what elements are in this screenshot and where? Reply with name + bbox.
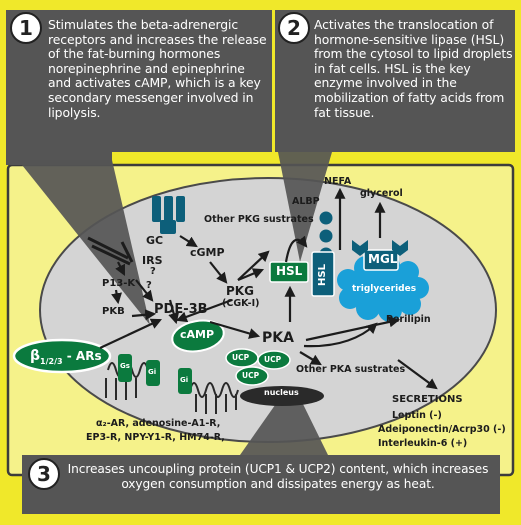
ucp-node-2 [257,350,291,370]
callout-1-pointer [18,160,150,325]
secretions-title: SECRETIONS [392,394,463,405]
gi-protein-1 [146,360,160,386]
camp-label: cAMP [180,328,215,341]
beta-ars-receptor [12,338,112,374]
pkb-label: PKB [102,306,125,317]
other-pkg-label: Other PKG sustrates [204,214,314,225]
mgl-label: MGL [368,252,398,266]
nefa-label: NEFA [324,176,352,187]
irs-label: IRS [142,254,163,267]
other-pka-label: Other PKA sustrates [296,364,406,375]
secretion-adiponectin: Adeiponectin/Acrp30 (-) [378,424,506,435]
irs-receptor [87,236,134,266]
nucleus-label: nucleus [264,388,299,397]
pkg-sub-label: (CGK-I) [222,298,260,309]
question-mark-2: ? [146,280,152,291]
hsl-box [269,261,309,283]
callout-3-box [22,455,500,514]
callout-2-number: 2 [278,12,310,44]
callout-2-box [275,10,515,152]
callout-1-box [6,10,272,165]
pkg-label: PKG [226,284,254,298]
question-mark-1: ? [150,266,156,277]
ucp-node-3 [235,366,269,386]
gi-label-1: Gi [148,368,157,376]
callout-3-pointer [240,398,328,455]
albp-label: ALBP [292,196,320,207]
receptors-line-2: EP3-R, NPY-Y1-R, HM74-R, [86,432,225,443]
beta-subscript: 1/2/3 [40,356,63,366]
pathway-arrows [99,187,438,390]
mgl-chevrons [352,240,408,256]
p13k-label: P13-K [102,278,136,289]
callout-3-number: 3 [28,458,60,490]
beta-ars-label: β1/2/3 - ARs [30,348,102,366]
receptors-line-1: α₂-AR, adenosine-A1-R, [96,418,221,429]
pde3b-label: PDE-3B [154,302,208,317]
callout-1-text: Stimulates the beta-adrenergic receptors… [48,17,267,120]
ucp-label-3: UCP [242,371,260,380]
callout-2-pointer [278,152,332,262]
ucp-label-1: UCP [232,353,250,362]
secretion-leptin: Leptin (-) [392,410,442,421]
beta-symbol: β [30,348,41,364]
callout-1-number: 1 [10,12,42,44]
perilipin-label: Perilipin [386,314,431,325]
ucp-label-2: UCP [264,355,282,364]
mgl-box [363,249,399,271]
gi-protein-2 [178,368,192,394]
gc-receptor [152,196,185,234]
gs-protein [118,354,132,382]
gs-label: Gs [120,362,130,370]
callout-2-text: Activates the translocation of hormone-s… [314,17,513,120]
cgmp-label: cGMP [190,246,225,259]
gi-label-2: Gi [180,376,189,384]
pka-label: PKA [262,330,294,346]
camp-node [171,319,225,353]
callout-3-text: Increases uncoupling protein (UCP1 & UCP… [67,462,489,491]
secretion-interleukin: Interleukin-6 (+) [378,438,468,449]
nucleus-shape [240,386,324,406]
hsl-vertical-box [311,251,335,297]
beta-tail: - ARs [62,349,102,363]
triglycerides-label: triglycerides [352,284,417,294]
gc-label: GC [146,234,164,247]
hsl-vertical-label: HSL [317,264,328,286]
hsl-label: HSL [276,264,303,278]
glycerol-label: glycerol [360,188,403,199]
